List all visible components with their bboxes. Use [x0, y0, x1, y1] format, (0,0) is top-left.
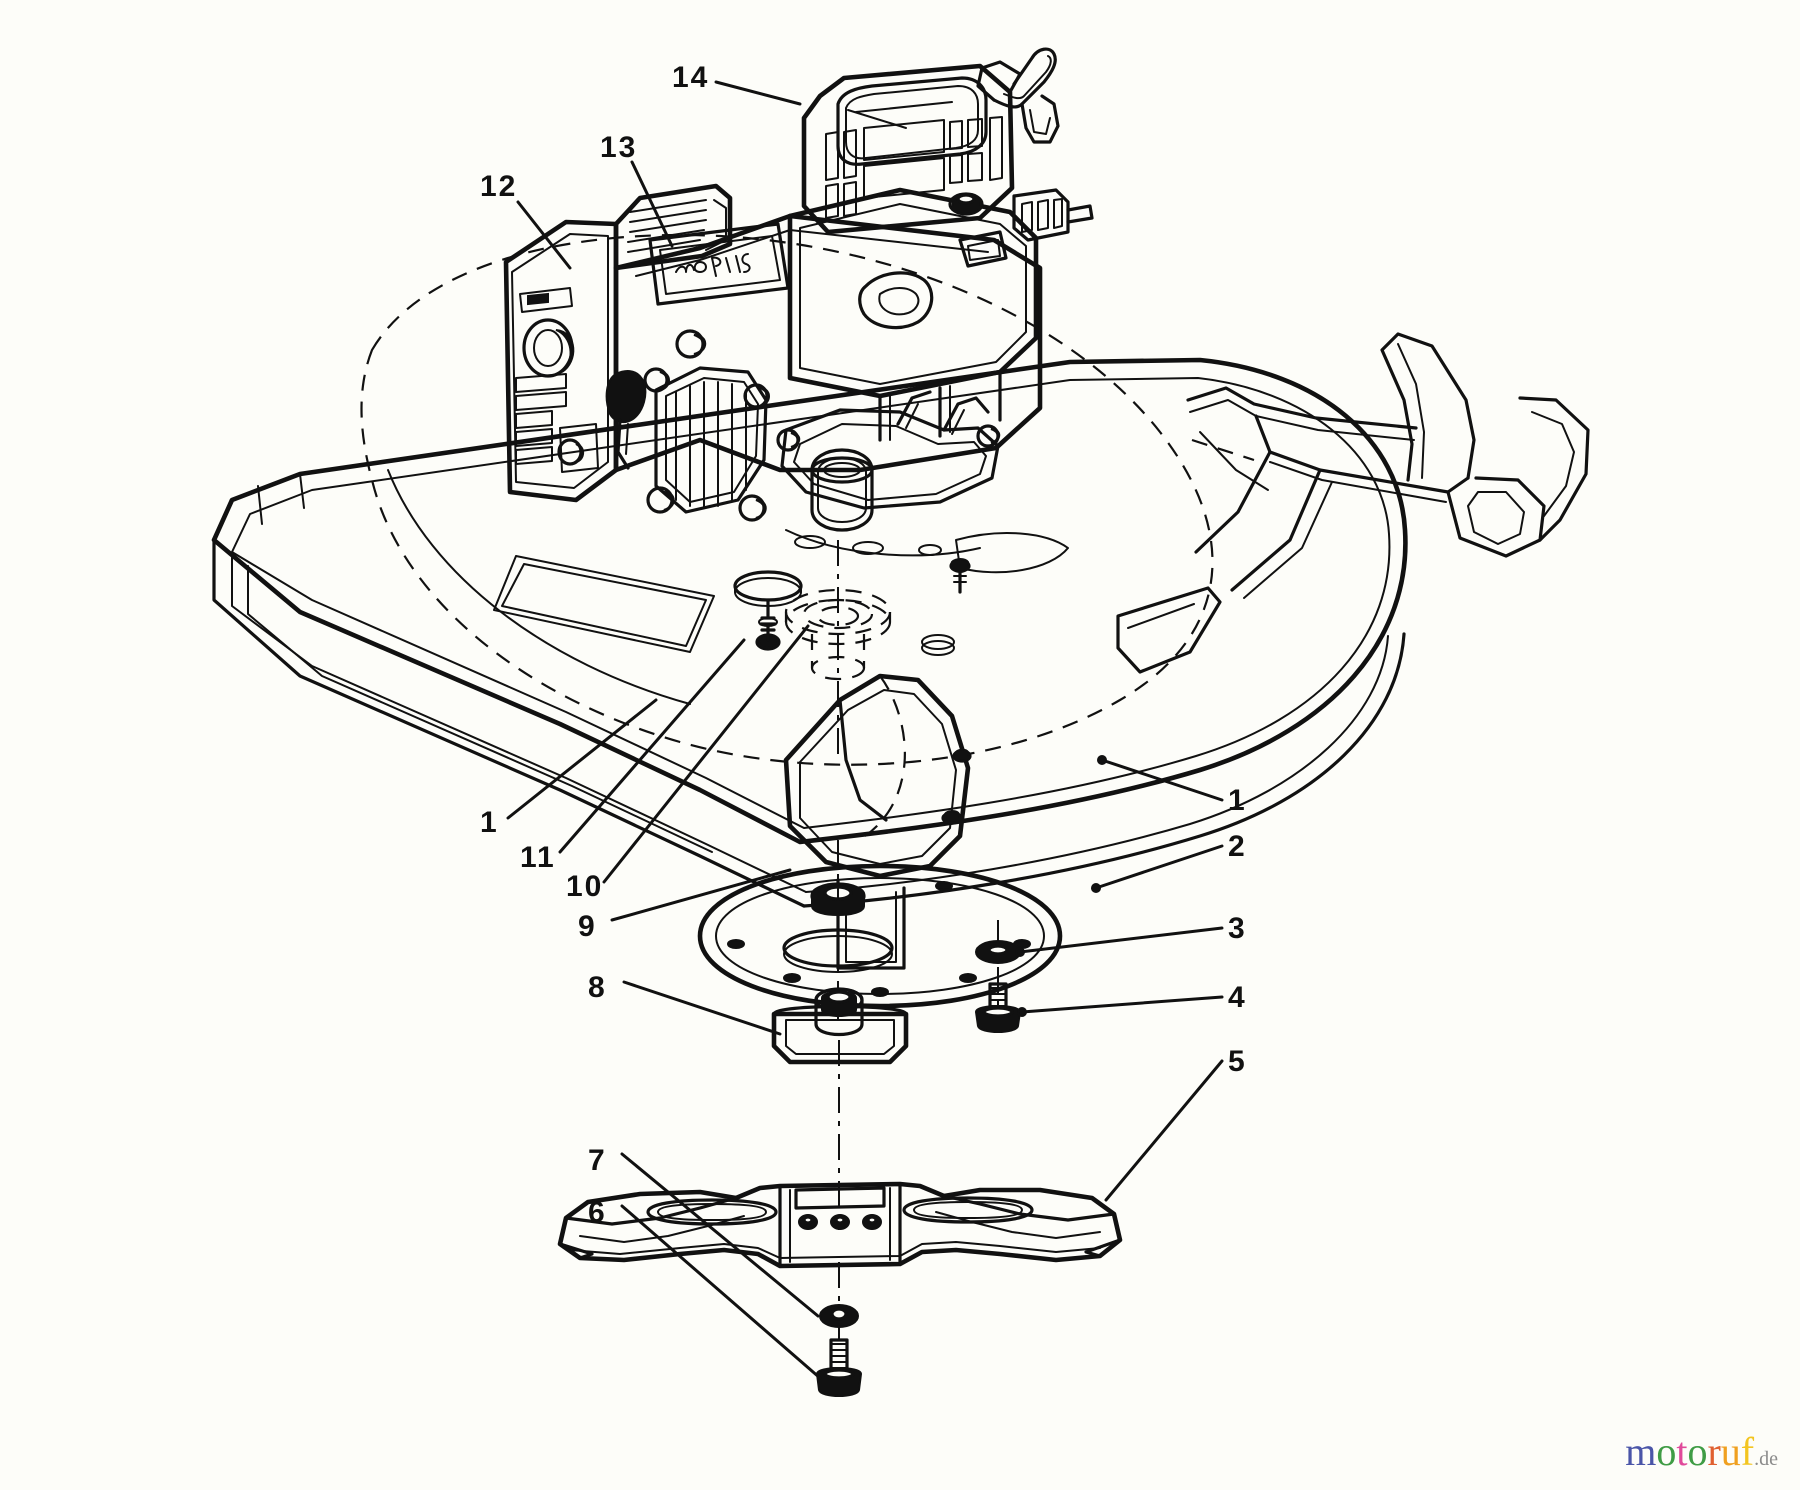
callout-label-3: 3 — [1228, 912, 1247, 945]
lock-washer — [975, 920, 1021, 1020]
wm-letter-f: f — [1740, 1429, 1755, 1474]
handle-bracket-assembly — [1186, 332, 1590, 599]
callout-label-4: 4 — [1228, 981, 1247, 1014]
engine-shroud — [503, 219, 619, 503]
cutting-blade — [557, 1181, 1123, 1269]
wm-suffix-de: .de — [1754, 1448, 1778, 1470]
leader-lines — [506, 80, 1224, 1380]
engine-top-shroud — [613, 183, 733, 271]
blade-brake-deflector — [783, 673, 972, 879]
callout-label-7: 7 — [588, 1144, 607, 1177]
hex-bolt — [974, 982, 1022, 1033]
blade-bolt — [815, 1326, 863, 1397]
callout-label-12: 12 — [480, 170, 518, 203]
wm-letter-m: m — [1625, 1429, 1657, 1474]
callout-label-2: 2 — [1228, 830, 1247, 863]
blade-hub-bracket — [771, 987, 909, 1230]
blade-drive-pulley — [784, 540, 892, 760]
callout-label-6: 6 — [588, 1196, 607, 1229]
starter-rope-handle — [976, 47, 1060, 144]
cylinder-fins — [643, 366, 770, 522]
wm-letter-t: t — [1676, 1429, 1688, 1474]
blade-washer — [819, 1262, 859, 1328]
deck-mount-bolts — [758, 558, 971, 656]
motoruf-watermark-logo: motoruf.de — [1625, 1432, 1778, 1472]
recoil-starter-cover — [801, 63, 1015, 235]
callout-label-9: 9 — [578, 910, 597, 943]
callout-label-1-left: 1 — [480, 806, 499, 839]
wm-letter-o1: o — [1656, 1429, 1677, 1474]
callout-label-14: 14 — [672, 61, 710, 94]
engine-assembly — [503, 47, 1094, 557]
engine-block — [605, 213, 1043, 522]
callout-label-8: 8 — [588, 971, 607, 1004]
wm-letter-o2: o — [1687, 1429, 1708, 1474]
callout-label-11: 11 — [520, 841, 556, 874]
callout-label-5: 5 — [1228, 1045, 1247, 1078]
callout-label-10: 10 — [566, 870, 604, 903]
carburetor-and-engine-base — [776, 390, 1001, 557]
wm-letter-r: r — [1707, 1429, 1721, 1474]
callout-label-13: 13 — [600, 131, 638, 164]
callout-label-1-right: 1 — [1228, 784, 1247, 817]
mower-deck — [211, 233, 1408, 908]
throttle-control-bracket — [1012, 188, 1094, 242]
wm-letter-u: u — [1720, 1429, 1741, 1474]
